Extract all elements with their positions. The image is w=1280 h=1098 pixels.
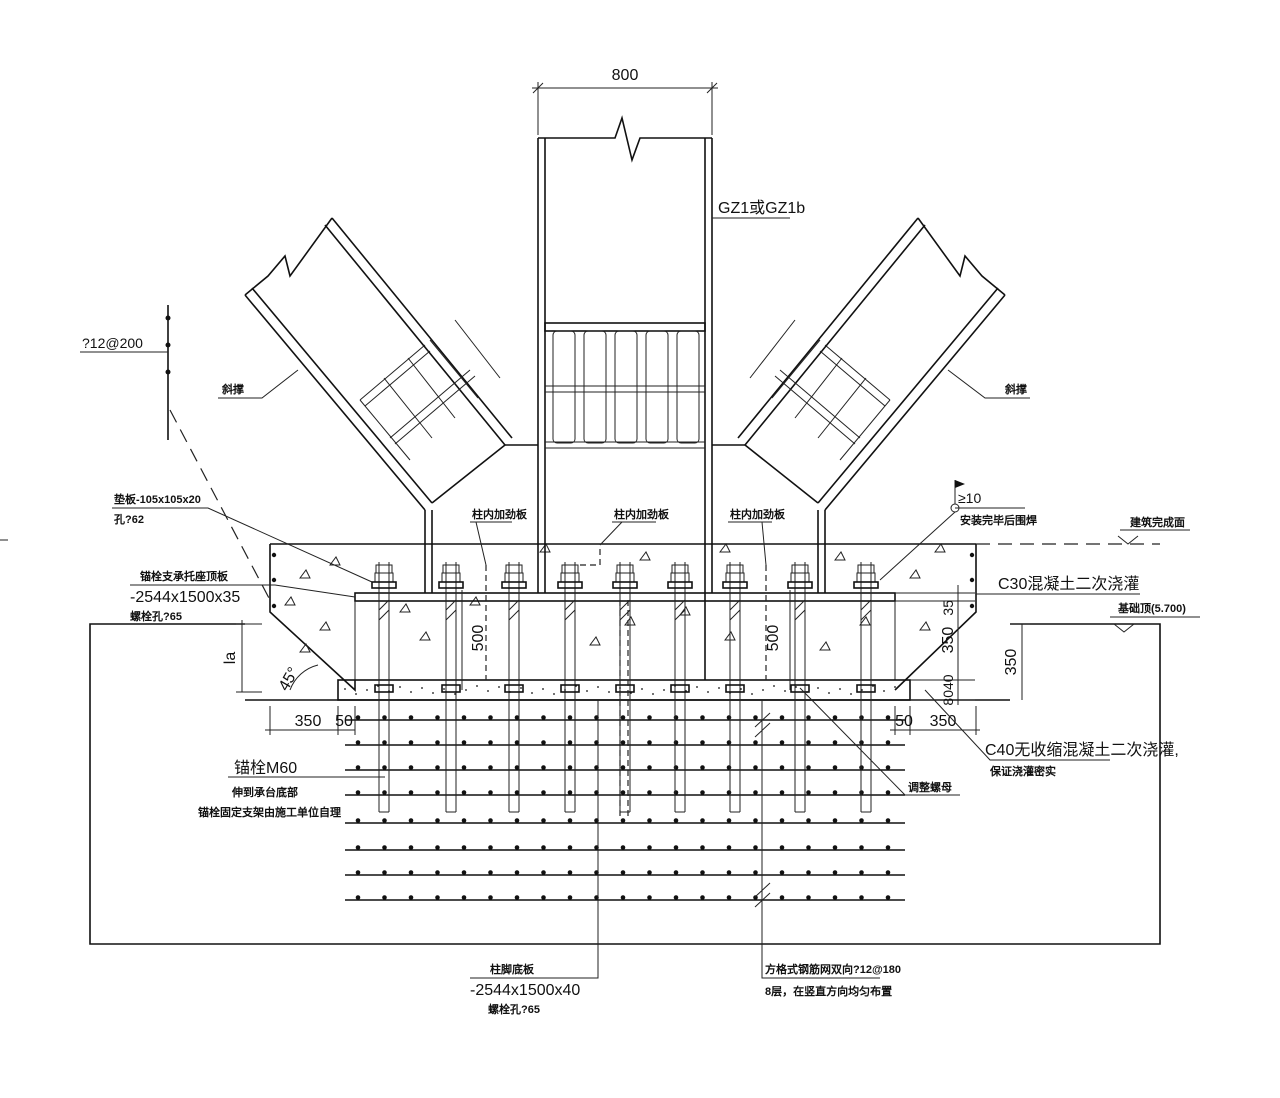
svg-text:500: 500	[470, 625, 487, 652]
main-column	[537, 115, 713, 680]
svg-text:8层，在竖直方向均匀布置: 8层，在竖直方向均匀布置	[765, 984, 892, 998]
dim-800-text: 800	[612, 67, 639, 84]
stiffener-label-3: 柱内加劲板	[728, 507, 786, 566]
left-brace	[244, 217, 538, 593]
svg-text:50: 50	[895, 713, 913, 730]
base-plate-label: 柱脚底板 -2544x1500x40 螺栓孔?65	[470, 700, 599, 1016]
svg-text:≥10: ≥10	[958, 490, 981, 506]
rebar-layer	[345, 870, 905, 876]
svg-text:建筑完成面: 建筑完成面	[1130, 515, 1185, 529]
foundation-top-mark: 基础顶(5.700)	[1110, 601, 1200, 633]
right-brace	[712, 217, 1006, 593]
svg-text:方格式钢筋网双向?12@180: 方格式钢筋网双向?12@180	[765, 962, 901, 976]
svg-text:35: 35	[940, 600, 956, 616]
svg-text:斜撑: 斜撑	[1004, 382, 1027, 396]
anchor-bolt-label: 锚栓M60 伸到承台底部 锚栓固定支架由施工单位自理	[198, 759, 385, 819]
anchor-bolt	[438, 562, 464, 813]
column-id-label: GZ1或GZ1b	[712, 199, 805, 219]
svg-text:保证浇灌密实: 保证浇灌密实	[989, 764, 1056, 778]
svg-text:螺栓孔?65: 螺栓孔?65	[488, 1002, 540, 1016]
rebar-spacing-label: ?12@200	[80, 305, 271, 601]
svg-text:GZ1或GZ1b: GZ1或GZ1b	[718, 199, 805, 217]
svg-text:50: 50	[335, 713, 353, 730]
svg-text:锚栓支承托座顶板: 锚栓支承托座顶板	[140, 569, 229, 583]
svg-text:C40无收缩混凝土二次浇灌,: C40无收缩混凝土二次浇灌,	[985, 741, 1179, 759]
rebar-layer	[345, 765, 905, 771]
concrete-hatch	[284, 543, 946, 653]
svg-text:350: 350	[940, 627, 957, 654]
svg-text:调整螺母: 调整螺母	[908, 780, 952, 794]
rebar-layer	[345, 790, 905, 796]
mesh-label: 方格式钢筋网双向?12@180 8层，在竖直方向均匀布置	[754, 700, 901, 998]
anchor-bolt	[501, 562, 527, 813]
svg-text:45°: 45°	[276, 665, 303, 694]
anchor-bolt	[371, 562, 397, 813]
svg-text:垫板-105x105x20: 垫板-105x105x20	[114, 492, 201, 506]
svg-text:柱内加劲板: 柱内加劲板	[614, 507, 670, 521]
stiffener-label-2: 柱内加劲板	[599, 507, 670, 546]
foundation-outline	[89, 623, 1161, 945]
c40-label: C40无收缩混凝土二次浇灌, 保证浇灌密实	[924, 689, 1179, 778]
brace-right-label: 斜撑	[947, 369, 1030, 399]
svg-text:350: 350	[1003, 649, 1020, 676]
support-plate-label: 锚栓支承托座顶板 -2544x1500x35 螺栓孔?65	[130, 569, 356, 623]
svg-text:基础顶(5.700): 基础顶(5.700)	[1117, 601, 1186, 615]
svg-text:350: 350	[930, 713, 957, 730]
right-vertical-dims: 35 350 8040 350	[895, 585, 1030, 706]
anchor-bolt	[557, 562, 583, 813]
rebar-layer	[345, 740, 905, 746]
anchor-bolts	[371, 562, 879, 813]
support-plate	[354, 592, 896, 680]
rebar-mesh	[345, 715, 905, 901]
brace-left-label: 斜撑	[218, 369, 299, 399]
adjust-nut-label: 调整螺母	[799, 687, 960, 796]
svg-text:伸到承台底部: 伸到承台底部	[231, 785, 298, 799]
svg-text:500: 500	[765, 625, 782, 652]
svg-text:?12@200: ?12@200	[82, 335, 143, 351]
rebar-layer	[345, 715, 905, 721]
svg-text:锚栓固定支架由施工单位自理: 锚栓固定支架由施工单位自理	[198, 805, 341, 819]
dim-column-width: 800	[532, 67, 718, 135]
svg-text:安装完毕后围焊: 安装完毕后围焊	[960, 513, 1037, 527]
svg-text:-2544x1500x35: -2544x1500x35	[130, 589, 240, 606]
washer-label: 垫板-105x105x20 孔?62	[112, 492, 373, 583]
weld-symbol: ≥10 安装完毕后围焊	[879, 480, 1037, 581]
rebar-layer	[345, 845, 905, 851]
rebar-layer	[345, 818, 905, 824]
svg-text:8040: 8040	[940, 674, 956, 705]
anchor-bolt	[612, 562, 638, 813]
svg-text:斜撑: 斜撑	[221, 382, 244, 396]
svg-text:孔?62: 孔?62	[114, 513, 144, 526]
svg-text:-2544x1500x40: -2544x1500x40	[470, 982, 580, 999]
svg-text:350: 350	[295, 713, 322, 730]
anchor-bolt	[722, 562, 748, 813]
svg-text:螺栓孔?65: 螺栓孔?65	[130, 609, 182, 623]
svg-text:柱脚底板: 柱脚底板	[490, 962, 535, 976]
stiffener-dashed-lines	[485, 545, 767, 820]
c30-label: C30混凝土二次浇灌	[976, 575, 1140, 595]
stiffener-label-1: 柱内加劲板	[470, 507, 528, 566]
anchor-bolt	[667, 562, 693, 813]
svg-text:柱内加劲板: 柱内加劲板	[730, 507, 786, 521]
floor-level-mark: 建筑完成面	[976, 515, 1190, 545]
svg-text:柱内加劲板: 柱内加劲板	[472, 507, 528, 521]
anchor-bolt	[853, 562, 879, 813]
bolt-length-dims: 500 500	[461, 590, 791, 690]
la-dimension: la 45°	[222, 620, 319, 694]
bottom-horizontal-dims: 350 50 50 350	[265, 706, 980, 735]
anchor-bolt	[787, 562, 813, 813]
rebar-layer	[345, 895, 905, 901]
svg-text:锚栓M60: 锚栓M60	[234, 759, 297, 777]
svg-text:C30混凝土二次浇灌: C30混凝土二次浇灌	[998, 575, 1139, 593]
svg-text:la: la	[222, 652, 239, 665]
